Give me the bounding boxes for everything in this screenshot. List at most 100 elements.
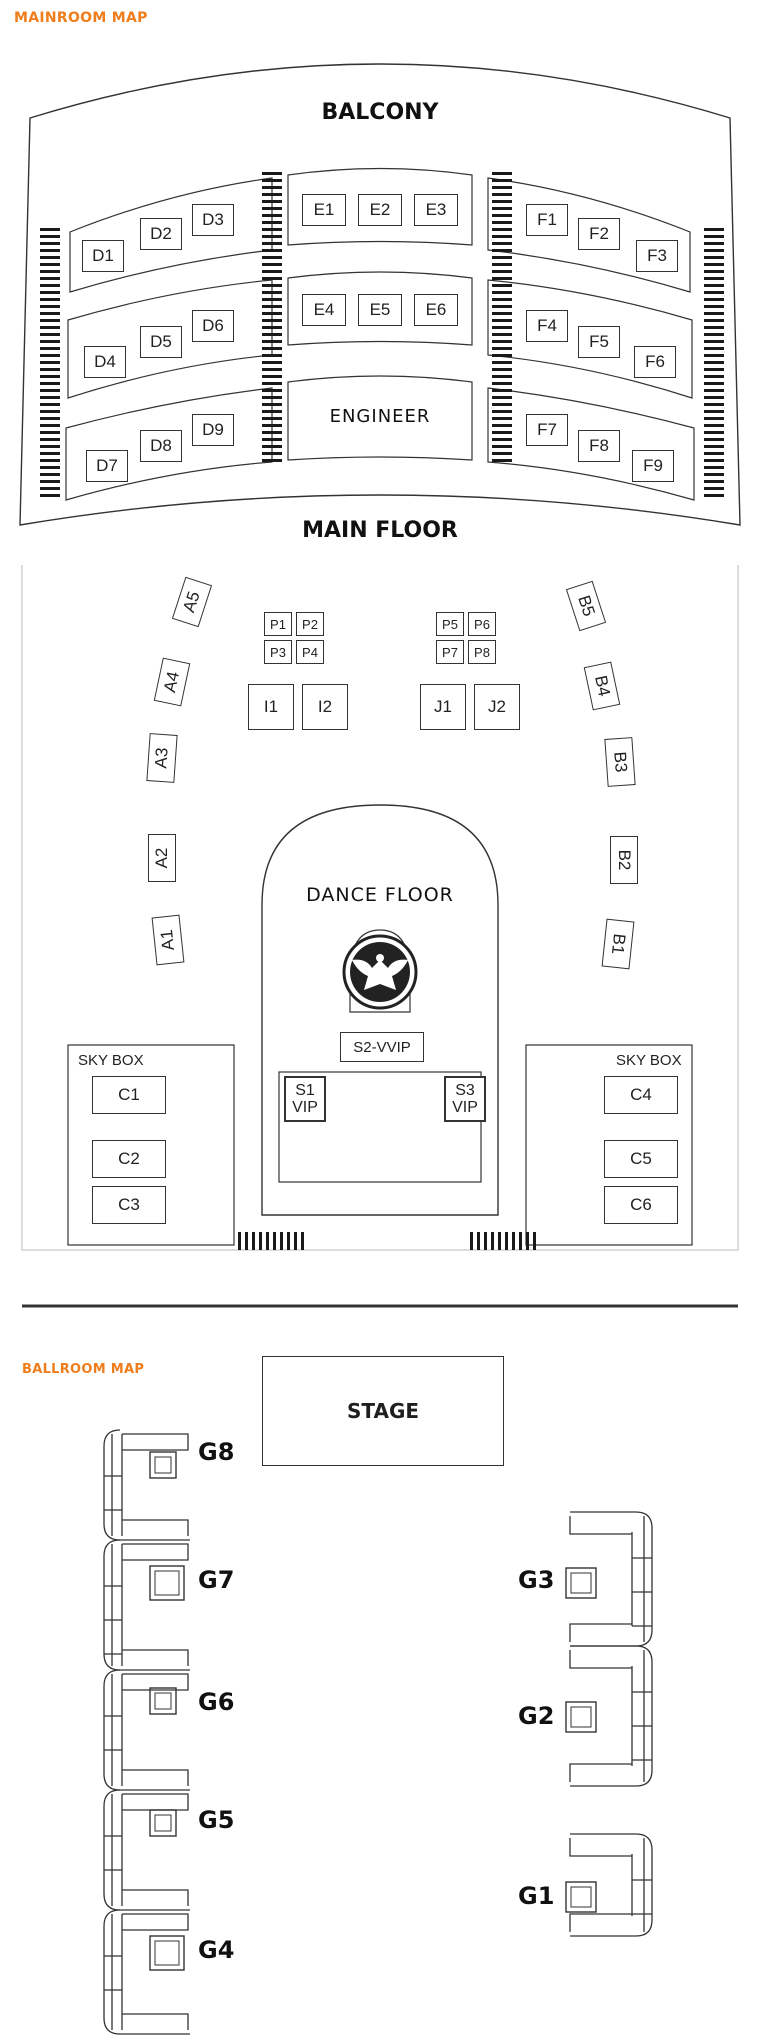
seat-c5[interactable]: C5: [604, 1140, 678, 1178]
seat-p4[interactable]: P4: [296, 640, 324, 664]
seat-f7[interactable]: F7: [526, 414, 568, 446]
seat-f8[interactable]: F8: [578, 430, 620, 462]
seat-c1[interactable]: C1: [92, 1076, 166, 1114]
seat-e4[interactable]: E4: [302, 294, 346, 326]
sky-box-right-label: SKY BOX: [616, 1052, 682, 1069]
group-g1[interactable]: G1: [518, 1882, 555, 1910]
stair-stripe: [262, 368, 282, 371]
seat-p3[interactable]: P3: [264, 640, 292, 664]
seat-e2[interactable]: E2: [358, 194, 402, 226]
seat-f5[interactable]: F5: [578, 326, 620, 358]
seat-d6[interactable]: D6: [192, 310, 234, 342]
stair-stripe: [40, 375, 60, 378]
stair-stripe: [704, 396, 724, 399]
seat-i1[interactable]: I1: [248, 684, 294, 730]
stair-stripe: [40, 270, 60, 273]
seat-s1-vip[interactable]: S1 VIP: [284, 1076, 326, 1122]
stair-stripe: [704, 305, 724, 308]
seat-p6[interactable]: P6: [468, 612, 496, 636]
seat-f4[interactable]: F4: [526, 310, 568, 342]
stair-stripe: [492, 375, 512, 378]
stair-stripe: [259, 1232, 262, 1250]
stair-stripe: [262, 298, 282, 301]
seat-p1[interactable]: P1: [264, 612, 292, 636]
seat-c3[interactable]: C3: [92, 1186, 166, 1224]
seat-s1-tier: VIP: [292, 1099, 318, 1116]
engineer-label: ENGINEER: [329, 406, 431, 427]
seat-s2-vvip[interactable]: S2-VVIP: [340, 1032, 424, 1062]
seat-j1[interactable]: J1: [420, 684, 466, 730]
stair-stripe: [492, 193, 512, 196]
stair-stripe: [492, 263, 512, 266]
seat-f2[interactable]: F2: [578, 218, 620, 250]
stair-stripe: [273, 1232, 276, 1250]
stair-stripe: [704, 382, 724, 385]
stair-stripe: [492, 277, 512, 280]
group-g6[interactable]: G6: [198, 1688, 235, 1716]
seat-d7[interactable]: D7: [86, 450, 128, 482]
seat-c2[interactable]: C2: [92, 1140, 166, 1178]
seat-j2[interactable]: J2: [474, 684, 520, 730]
stair-stripe: [262, 347, 282, 350]
stair-stripe: [40, 235, 60, 238]
seat-e1[interactable]: E1: [302, 194, 346, 226]
seat-s3-vip[interactable]: S3 VIP: [444, 1076, 486, 1122]
seat-e5[interactable]: E5: [358, 294, 402, 326]
seat-f6[interactable]: F6: [634, 346, 676, 378]
seat-f9[interactable]: F9: [632, 450, 674, 482]
stair-stripe: [704, 312, 724, 315]
stair-stripe: [40, 333, 60, 336]
seat-e6[interactable]: E6: [414, 294, 458, 326]
group-g7[interactable]: G7: [198, 1566, 235, 1594]
seat-f1[interactable]: F1: [526, 204, 568, 236]
stair-stripe: [262, 249, 282, 252]
group-g3[interactable]: G3: [518, 1566, 555, 1594]
seat-f3[interactable]: F3: [636, 240, 678, 272]
stair-stripe: [40, 459, 60, 462]
group-g5[interactable]: G5: [198, 1806, 235, 1834]
stair-stripe: [262, 319, 282, 322]
seat-s1-number: S1: [295, 1082, 315, 1099]
stair-stripe: [492, 249, 512, 252]
stair-stripe: [262, 256, 282, 259]
group-g8[interactable]: G8: [198, 1438, 235, 1466]
group-g2[interactable]: G2: [518, 1702, 555, 1730]
stair-stripe: [287, 1232, 290, 1250]
stair-stripe: [40, 291, 60, 294]
stair-stripe: [262, 340, 282, 343]
stair-stripe: [40, 473, 60, 476]
stair-stripe: [492, 452, 512, 455]
stair-stripe: [704, 284, 724, 287]
seat-p8[interactable]: P8: [468, 640, 496, 664]
seat-d4[interactable]: D4: [84, 346, 126, 378]
seat-i2[interactable]: I2: [302, 684, 348, 730]
stair-stripe: [704, 487, 724, 490]
stair-stripe: [704, 445, 724, 448]
seat-p5[interactable]: P5: [436, 612, 464, 636]
seat-c4[interactable]: C4: [604, 1076, 678, 1114]
seat-d8[interactable]: D8: [140, 430, 182, 462]
stair-stripe: [262, 389, 282, 392]
stair-stripe: [40, 312, 60, 315]
stair-stripe: [477, 1232, 480, 1250]
seat-d1[interactable]: D1: [82, 240, 124, 272]
stair-stripe: [704, 438, 724, 441]
seat-d3[interactable]: D3: [192, 204, 234, 236]
stair-stripe: [492, 361, 512, 364]
seat-p2[interactable]: P2: [296, 612, 324, 636]
stair-stripe: [492, 417, 512, 420]
stair-stripe: [704, 410, 724, 413]
seat-e3[interactable]: E3: [414, 194, 458, 226]
seat-d5[interactable]: D5: [140, 326, 182, 358]
stair-stripe: [262, 200, 282, 203]
stair-stripe: [492, 410, 512, 413]
stair-stripe: [704, 466, 724, 469]
seat-d2[interactable]: D2: [140, 218, 182, 250]
seat-d9[interactable]: D9: [192, 414, 234, 446]
seat-p7[interactable]: P7: [436, 640, 464, 664]
group-g4[interactable]: G4: [198, 1936, 235, 1964]
stair-stripe: [492, 326, 512, 329]
seat-c6[interactable]: C6: [604, 1186, 678, 1224]
stair-stripe: [492, 347, 512, 350]
stair-stripe: [704, 347, 724, 350]
